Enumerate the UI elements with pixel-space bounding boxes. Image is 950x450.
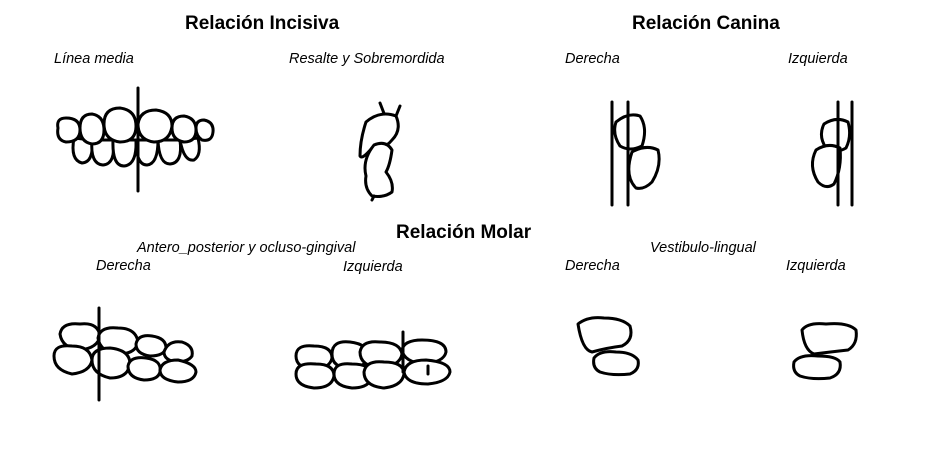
canine-left-drawing	[811, 100, 854, 207]
label-antero-posterior: Antero_posterior y ocluso-gingival	[137, 240, 356, 256]
label-canina-izquierda: Izquierda	[788, 51, 848, 67]
label-molar-ap-derecha: Derecha	[96, 258, 151, 274]
canine-right-drawing	[610, 100, 661, 207]
label-canina-derecha: Derecha	[565, 51, 620, 67]
molar-ap-right-drawing	[52, 306, 198, 402]
heading-relacion-molar: Relación Molar	[396, 222, 532, 243]
label-molar-vl-derecha: Derecha	[565, 258, 620, 274]
label-linea-media: Línea media	[54, 51, 134, 67]
incisor-midline-drawing	[56, 86, 215, 193]
molar-vl-left-drawing	[792, 322, 858, 381]
molar-ap-left-drawing	[294, 330, 452, 390]
label-resalte-sobremordida: Resalte y Sobremordida	[289, 51, 445, 67]
overjet-overbite-drawing	[358, 101, 402, 202]
label-molar-vl-izquierda: Izquierda	[786, 258, 846, 274]
heading-relacion-canina: Relación Canina	[632, 13, 780, 34]
molar-vl-right-drawing	[576, 316, 640, 377]
heading-relacion-incisiva: Relación Incisiva	[185, 13, 340, 34]
label-vestibulo-lingual: Vestibulo-lingual	[650, 240, 756, 256]
label-molar-ap-izquierda: Izquierda	[343, 259, 403, 275]
